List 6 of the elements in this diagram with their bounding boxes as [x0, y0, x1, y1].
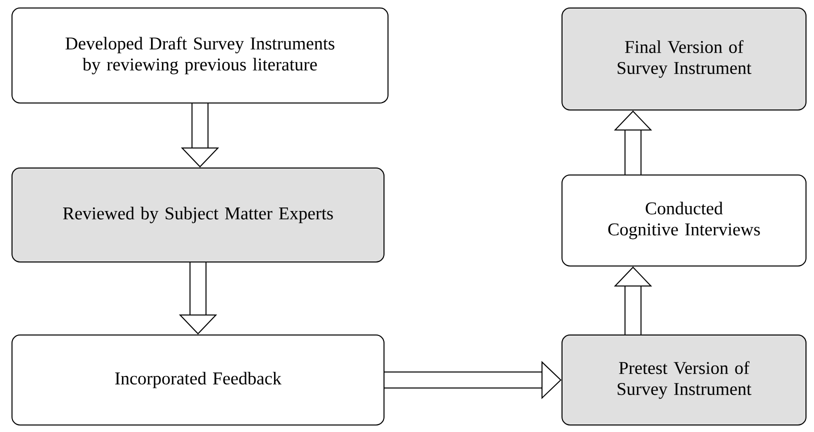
process-box: Incorporated Feedback — [12, 334, 384, 426]
process-box: Final Version of Survey Instrument — [562, 8, 806, 110]
process-box: Conducted Cognitive Interviews — [562, 174, 806, 266]
process-box: Pretest Version of Survey Instrument — [562, 334, 806, 426]
process-box: Reviewed by Subject Matter Experts — [12, 168, 384, 262]
process-box: Developed Draft Survey Instruments by reviewing previous literature — [12, 8, 388, 104]
